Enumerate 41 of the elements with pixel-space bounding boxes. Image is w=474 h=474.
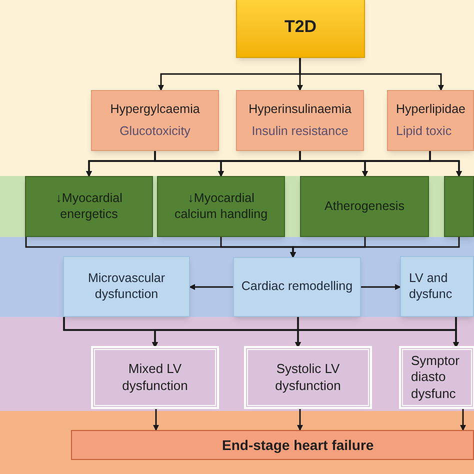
- node-text: Hyperlipidae: [396, 101, 466, 118]
- connector-arrow: [189, 284, 233, 290]
- process-box: [387, 90, 474, 151]
- process-box: [91, 90, 219, 151]
- node-text: ↓Myocardial energetics: [54, 190, 124, 222]
- process-box: [92, 347, 218, 408]
- connector-arrow: [453, 317, 459, 348]
- process-box: [300, 176, 429, 237]
- process-box: [236, 90, 364, 151]
- connector-arrow: [290, 237, 460, 258]
- node-text: End-stage heart failure: [222, 436, 374, 455]
- process-box: [233, 257, 361, 317]
- node-text: Atherogenesis: [324, 198, 404, 214]
- process-box: [25, 176, 153, 237]
- process-box: [236, 0, 365, 58]
- node-text: Microvascular dysfunction: [86, 270, 166, 302]
- process-box: [63, 256, 190, 317]
- node-text: Hypergylcaemia: [110, 101, 200, 118]
- connector-arrow: [460, 408, 466, 431]
- node-text: Mixed LV dysfunction: [121, 361, 189, 394]
- node-text: Symptor diasto dysfunc: [411, 353, 460, 402]
- process-box: [245, 347, 371, 408]
- node-text: Glucotoxicity: [120, 123, 190, 140]
- process-box: [157, 176, 285, 237]
- node-text: Insulin resistance: [252, 123, 348, 140]
- node-text: ↓Myocardial calcium handling: [174, 190, 268, 222]
- connector-arrow: [429, 151, 462, 177]
- node-text: Hyperinsulinaemia: [248, 101, 352, 118]
- process-box: [400, 256, 474, 317]
- connector-arrow: [153, 408, 159, 431]
- connector-arrow: [297, 408, 303, 431]
- connector-arrow: [361, 284, 401, 290]
- connector-arrow: [299, 58, 444, 91]
- process-box: [71, 430, 474, 460]
- node-text: T2D: [284, 16, 317, 38]
- node-text: Lipid toxic: [396, 123, 452, 140]
- process-box: [400, 347, 474, 408]
- node-text: Cardiac remodelling: [241, 279, 353, 295]
- node-text: Systolic LV dysfunction: [274, 361, 342, 394]
- process-box: [444, 176, 474, 237]
- node-text: LV and dysfunc: [409, 270, 454, 302]
